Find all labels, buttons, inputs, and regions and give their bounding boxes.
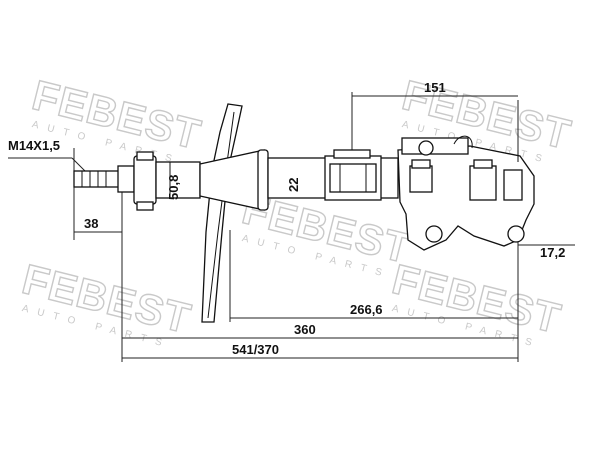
bracket-bolt-top bbox=[418, 140, 434, 156]
mount-cap-bottom bbox=[136, 201, 154, 211]
piston-rod bbox=[73, 165, 135, 193]
bracket-mount-hole-left bbox=[425, 225, 443, 243]
spring-seat-plate bbox=[201, 103, 243, 323]
label-rod-length: 38 bbox=[84, 216, 98, 231]
bracket-top bbox=[401, 137, 469, 155]
watermark-4: FEBEST AUTO PARTS bbox=[17, 254, 196, 350]
collar-top bbox=[333, 149, 371, 159]
upper-mount bbox=[133, 151, 201, 211]
bracket-clamp-left bbox=[409, 165, 433, 193]
top-mount bbox=[133, 155, 157, 205]
bracket-clamp-right bbox=[503, 169, 523, 201]
label-thread: M14X1,5 bbox=[8, 138, 60, 153]
mount-cap-top bbox=[136, 151, 154, 161]
clamp-left-cap bbox=[411, 159, 431, 169]
dimension-labels: M14X1,5 38 50,8 22 151 17,2 266,6 360 54… bbox=[8, 80, 565, 357]
clamp-center-cap bbox=[473, 159, 493, 169]
label-spring-seat: 50,8 bbox=[166, 175, 181, 200]
label-body-length: 266,6 bbox=[350, 302, 383, 317]
knuckle-bracket bbox=[397, 135, 535, 251]
bracket-clamp-center bbox=[469, 165, 497, 201]
label-mounting-length: 360 bbox=[294, 322, 316, 337]
label-bracket-height: 151 bbox=[424, 80, 446, 95]
label-total-length: 541/370 bbox=[232, 342, 279, 357]
bearing-housing bbox=[155, 161, 201, 199]
label-rod-diameter: 22 bbox=[286, 178, 301, 192]
collar-inner bbox=[329, 163, 377, 193]
shock-body bbox=[257, 149, 399, 211]
watermark-1: FEBEST AUTO PARTS bbox=[27, 70, 206, 166]
bump-ring bbox=[257, 149, 269, 211]
bracket-mount-hole-right bbox=[507, 225, 525, 243]
label-bracket-offset: 17,2 bbox=[540, 245, 565, 260]
spring-seat bbox=[199, 103, 265, 323]
watermark-5: FEBEST AUTO PARTS bbox=[387, 254, 566, 350]
rod-nut bbox=[117, 165, 135, 193]
